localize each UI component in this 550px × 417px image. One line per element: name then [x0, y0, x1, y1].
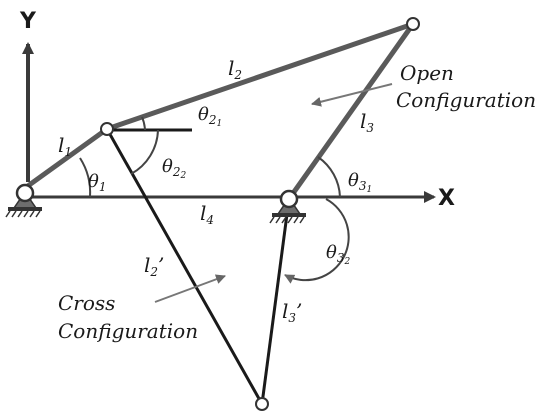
- link-l1: [23, 126, 109, 191]
- joint-a: [100, 122, 114, 136]
- joint-open-top: [406, 17, 420, 31]
- label-l2: l2: [228, 56, 242, 82]
- open-caption-line2: Configuration: [396, 88, 536, 112]
- open-caption-line1: Open: [400, 61, 454, 85]
- cross-caption-line1: Cross: [58, 291, 115, 315]
- ground-support-origin: [5, 183, 42, 218]
- open-caption-pointer: [311, 83, 393, 107]
- link-l3: [286, 22, 416, 201]
- angle-arc-theta32: [284, 198, 350, 284]
- angle-arc-theta21: [141, 116, 146, 131]
- ground-support-b: [269, 189, 306, 224]
- label-l4: l4: [200, 201, 214, 227]
- angle-arc-theta1: [79, 157, 92, 198]
- label-l3: l3: [360, 109, 374, 135]
- x-axis-label: X: [438, 186, 455, 211]
- link-l2: [106, 21, 414, 132]
- label-l1: l1: [58, 133, 72, 159]
- angle-arc-theta31: [317, 156, 341, 198]
- y-axis-label: Y: [19, 9, 37, 34]
- cross-caption-pointer: [154, 274, 226, 303]
- label-theta31: θ31: [348, 170, 372, 195]
- label-theta32: θ32: [326, 242, 350, 267]
- cross-caption-line2: Configuration: [58, 319, 198, 343]
- link-l3-prime: [260, 198, 291, 405]
- label-theta1: θ1: [88, 171, 106, 194]
- label-theta21: θ21: [198, 104, 222, 129]
- label-theta22: θ22: [162, 156, 186, 181]
- label-l2-prime: l2’: [144, 253, 164, 279]
- link-l2-prime: [105, 128, 264, 405]
- label-l3-prime: l3’: [282, 299, 302, 325]
- angle-arc-theta22: [130, 129, 159, 175]
- joint-cross-bottom: [255, 397, 269, 411]
